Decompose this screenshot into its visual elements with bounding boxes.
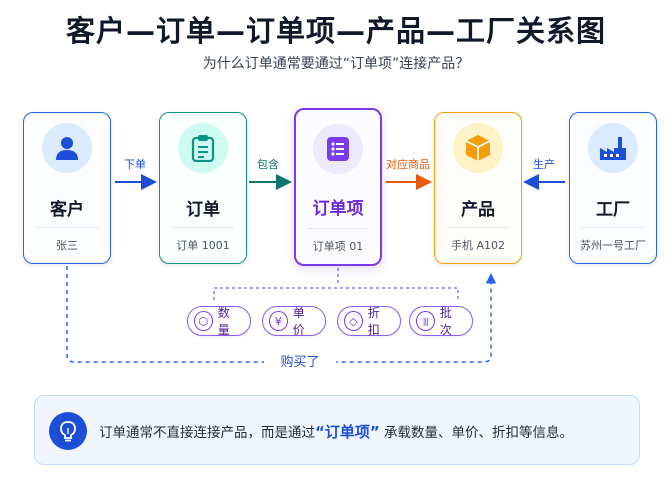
barcode-icon: ||| [416, 311, 435, 331]
attribute-chip-discount: ◇ 折扣 [337, 306, 401, 337]
attribute-label: 数量 [217, 306, 230, 337]
user-icon [42, 123, 92, 173]
cube-icon: ⬡ [194, 311, 213, 331]
attribute-chip-price: ¥ 单价 [262, 306, 326, 337]
info-highlight: “订单项” [315, 423, 380, 441]
node-name: 客户 [50, 200, 84, 220]
attribute-label: 单价 [292, 306, 305, 337]
diagram-subtitle: 为什么订单通常要通过“订单项”连接产品？ [202, 56, 470, 72]
attribute-label: 折扣 [367, 306, 380, 337]
node-name: 工厂 [596, 200, 630, 220]
lightbulb-icon [49, 412, 87, 450]
node-detail: 订单项 01 [312, 240, 364, 253]
edge-label-corresponds: 对应商品 [386, 158, 430, 171]
node-name: 订单项 [312, 199, 364, 219]
factory-icon [588, 123, 638, 173]
tag-icon: ◇ [344, 311, 363, 331]
edge-label-place-order: 下单 [124, 158, 146, 171]
node-detail: 苏州一号工厂 [580, 239, 646, 252]
node-name: 产品 [461, 200, 495, 220]
attribute-chip-batch: ||| 批次 [409, 306, 473, 337]
info-callout: 订单通常不直接连接产品，而是通过“订单项” 承载数量、单价、折扣等信息。 [34, 395, 640, 465]
node-detail: 订单 1001 [176, 239, 230, 252]
edge-label-contains: 包含 [257, 158, 279, 171]
node-detail: 手机 A102 [450, 239, 506, 252]
info-suffix: 承载数量、单价、折扣等信息。 [384, 425, 574, 441]
node-customer: 客户 张三 [23, 112, 111, 264]
node-factory: 工厂 苏州一号工厂 [569, 112, 657, 264]
edge-label-purchased: 购买了 [264, 351, 336, 370]
info-text: 订单通常不直接连接产品，而是通过“订单项” 承载数量、单价、折扣等信息。 [99, 421, 573, 442]
node-detail: 张三 [56, 239, 78, 252]
diagram-title: 客户—订单—订单项—产品—工厂关系图 [65, 14, 606, 48]
info-prefix: 订单通常不直接连接产品，而是通过 [99, 425, 315, 441]
clipboard-icon [178, 123, 228, 173]
node-order-item: 订单项 订单项 01 [294, 108, 382, 266]
box-icon [453, 123, 503, 173]
list-icon [313, 124, 363, 174]
attribute-label: 批次 [439, 306, 452, 337]
yen-icon: ¥ [269, 311, 288, 331]
edge-item-attributes [213, 268, 459, 300]
node-order: 订单 订单 1001 [159, 112, 247, 264]
node-name: 订单 [186, 200, 220, 220]
attribute-chip-quantity: ⬡ 数量 [187, 306, 251, 337]
edge-label-produces: 生产 [533, 158, 555, 171]
node-product: 产品 手机 A102 [434, 112, 522, 264]
